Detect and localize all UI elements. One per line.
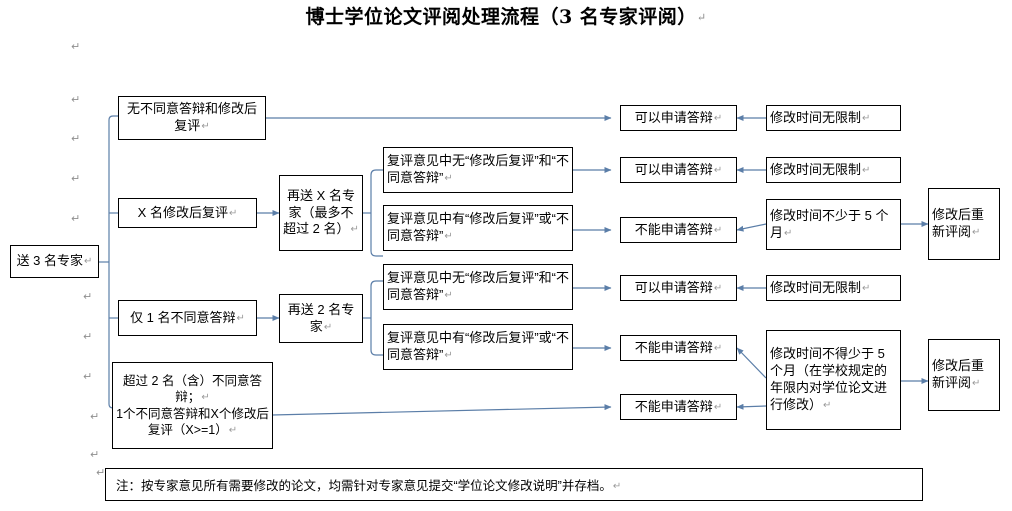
pilcrow-mark: ↵ bbox=[612, 481, 622, 492]
pilcrow-mark: ↵ bbox=[323, 321, 333, 333]
pilcrow-mark: ↵ bbox=[83, 371, 93, 383]
node-time-unlimited-3[interactable]: 修改时间无限制↵ bbox=[766, 275, 901, 301]
pilcrow-mark: ↵ bbox=[71, 94, 81, 106]
node-branch-two-or-more[interactable]: 超过 2 名（含）不同意答辩；↵1个不同意答辩和X个修改后复评（X>=1）↵ bbox=[112, 362, 273, 449]
node-time-unlimited-3-label: 修改时间无限制 bbox=[770, 279, 862, 295]
footnote: 注：按专家意见所有需要修改的论文，均需针对专家意见提交“学位论文修改说明”并存档… bbox=[105, 468, 923, 501]
pilcrow-mark: ↵ bbox=[972, 227, 981, 238]
pilcrow-mark: ↵ bbox=[201, 121, 210, 132]
pilcrow-mark: ↵ bbox=[71, 41, 81, 53]
node-branch-no-objection-label: 无不同意答辩和修改后复评 bbox=[126, 101, 257, 133]
node-defense-denied-2[interactable]: 不能申请答辩↵ bbox=[620, 335, 737, 361]
pilcrow-mark: ↵ bbox=[713, 401, 723, 413]
pilcrow-mark: ↵ bbox=[90, 449, 100, 461]
pilcrow-mark: ↵ bbox=[228, 207, 238, 219]
node-branch-one-objection[interactable]: 仅 1 名不同意答辩↵ bbox=[118, 300, 257, 336]
pilcrow-mark: ↵ bbox=[444, 173, 453, 184]
pilcrow-mark: ↵ bbox=[713, 164, 723, 176]
pilcrow-mark: ↵ bbox=[972, 378, 981, 389]
node-recheck-2-label: 修改后重新评阅 bbox=[932, 358, 985, 390]
node-branch-x-revise[interactable]: X 名修改后复评↵ bbox=[118, 198, 257, 228]
node-resend-x-experts-label: 再送 X 名专家（最多不超过 2 名） bbox=[283, 187, 355, 237]
node-time-min-5-months-label: 修改时间不少于 5 个月 bbox=[770, 207, 889, 240]
node-time-unlimited-2-label: 修改时间无限制 bbox=[770, 161, 862, 177]
node-review-clean-2-label: 复评意见中无“修改后复评”和“不同意答辩” bbox=[387, 270, 569, 302]
pilcrow-mark: ↵ bbox=[713, 282, 723, 294]
pilcrow-mark: ↵ bbox=[236, 312, 245, 324]
pilcrow-mark: ↵ bbox=[713, 112, 723, 124]
pilcrow-mark: ↵ bbox=[444, 231, 453, 242]
node-defense-allowed-1-label: 可以申请答辩 bbox=[634, 109, 713, 125]
node-branch-x-revise-label: X 名修改后复评 bbox=[137, 204, 228, 220]
pilcrow-mark: ↵ bbox=[713, 342, 723, 354]
pilcrow-mark: ↵ bbox=[90, 411, 100, 423]
footnote-label: 注：按专家意见所有需要修改的论文，均需针对专家意见提交“学位论文修改说明”并存档… bbox=[116, 479, 612, 493]
pilcrow-mark: ↵ bbox=[862, 112, 871, 124]
pilcrow-mark: ↵ bbox=[83, 291, 93, 303]
page-title-text: 博士学位论文评阅处理流程（3 名专家评阅） bbox=[305, 6, 697, 28]
pilcrow-mark: ↵ bbox=[696, 11, 707, 24]
pilcrow-mark: ↵ bbox=[784, 227, 793, 239]
node-branch-two-or-more-label: 超过 2 名（含）不同意答辩；↵1个不同意答辩和X个修改后复评（X>=1）↵ bbox=[116, 374, 269, 437]
node-defense-denied-1-label: 不能申请答辩 bbox=[634, 221, 713, 237]
node-review-flagged-2[interactable]: 复评意见中有“修改后复评”或“不同意答辩”↵ bbox=[383, 324, 573, 370]
node-branch-no-objection[interactable]: 无不同意答辩和修改后复评↵ bbox=[118, 96, 266, 140]
node-time-unlimited-1-label: 修改时间无限制 bbox=[770, 109, 862, 125]
node-defense-denied-3[interactable]: 不能申请答辩↵ bbox=[620, 394, 737, 420]
node-start[interactable]: 送 3 名专家↵ bbox=[10, 245, 99, 278]
pilcrow-mark: ↵ bbox=[84, 256, 93, 268]
node-recheck-2[interactable]: 修改后重新评阅↵ bbox=[928, 339, 1000, 411]
node-recheck-1[interactable]: 修改后重新评阅↵ bbox=[928, 188, 1000, 260]
node-time-min-5-months-school[interactable]: 修改时间不得少于 5 个月（在学校规定的年限内对学位论文进行修改）↵ bbox=[766, 330, 901, 430]
pilcrow-mark: ↵ bbox=[862, 164, 871, 176]
node-defense-denied-1[interactable]: 不能申请答辩↵ bbox=[620, 217, 737, 243]
pilcrow-mark: ↵ bbox=[823, 399, 832, 411]
pilcrow-mark: ↵ bbox=[71, 173, 81, 185]
node-review-flagged-1-label: 复评意见中有“修改后复评”或“不同意答辩” bbox=[387, 211, 569, 243]
node-review-clean-2[interactable]: 复评意见中无“修改后复评”和“不同意答辩”↵ bbox=[383, 264, 573, 310]
node-defense-denied-3-label: 不能申请答辩 bbox=[634, 398, 713, 414]
node-resend-2-experts-label: 再送 2 名专家 bbox=[287, 301, 355, 334]
node-time-unlimited-2[interactable]: 修改时间无限制↵ bbox=[766, 157, 901, 183]
node-review-clean-1[interactable]: 复评意见中无“修改后复评”和“不同意答辩”↵ bbox=[383, 147, 573, 193]
node-review-clean-1-label: 复评意见中无“修改后复评”和“不同意答辩” bbox=[387, 153, 569, 185]
node-defense-allowed-2-label: 可以申请答辩 bbox=[634, 161, 713, 177]
node-review-flagged-1[interactable]: 复评意见中有“修改后复评”或“不同意答辩”↵ bbox=[383, 205, 573, 251]
node-defense-allowed-2[interactable]: 可以申请答辩↵ bbox=[620, 157, 737, 183]
pilcrow-mark: ↵ bbox=[71, 133, 81, 145]
node-defense-denied-2-label: 不能申请答辩 bbox=[634, 339, 713, 355]
pilcrow-mark: ↵ bbox=[83, 331, 93, 343]
pilcrow-mark: ↵ bbox=[862, 282, 871, 294]
node-resend-x-experts[interactable]: 再送 X 名专家（最多不超过 2 名）↵ bbox=[279, 175, 363, 251]
node-recheck-1-label: 修改后重新评阅 bbox=[932, 207, 985, 239]
pilcrow-mark: ↵ bbox=[713, 224, 723, 236]
node-defense-allowed-3-label: 可以申请答辩 bbox=[634, 279, 713, 295]
pilcrow-mark: ↵ bbox=[444, 290, 453, 301]
node-defense-allowed-1[interactable]: 可以申请答辩↵ bbox=[620, 105, 737, 131]
pilcrow-mark: ↵ bbox=[71, 213, 81, 225]
node-review-flagged-2-label: 复评意见中有“修改后复评”或“不同意答辩” bbox=[387, 330, 569, 362]
pilcrow-mark: ↵ bbox=[350, 224, 359, 236]
node-start-label: 送 3 名专家 bbox=[16, 253, 84, 269]
node-defense-allowed-3[interactable]: 可以申请答辩↵ bbox=[620, 275, 737, 301]
pilcrow-mark: ↵ bbox=[96, 467, 106, 479]
node-time-min-5-months[interactable]: 修改时间不少于 5 个月↵ bbox=[766, 199, 901, 250]
node-time-min-5-months-school-label: 修改时间不得少于 5 个月（在学校规定的年限内对学位论文进行修改） bbox=[770, 346, 888, 412]
node-branch-one-objection-label: 仅 1 名不同意答辩 bbox=[130, 309, 236, 325]
page-title: 博士学位论文评阅处理流程（3 名专家评阅）↵ bbox=[0, 2, 1012, 29]
node-resend-2-experts[interactable]: 再送 2 名专家↵ bbox=[279, 294, 363, 343]
node-time-unlimited-1[interactable]: 修改时间无限制↵ bbox=[766, 105, 901, 131]
pilcrow-mark: ↵ bbox=[444, 350, 453, 361]
